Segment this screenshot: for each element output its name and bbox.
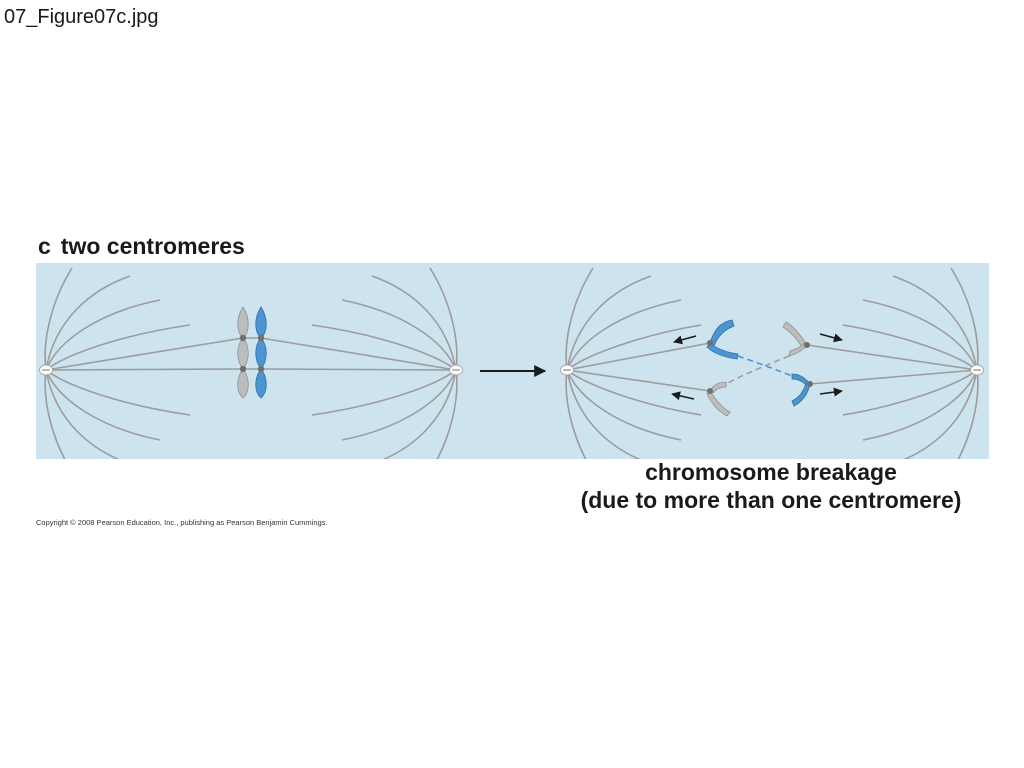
movement-arrow bbox=[671, 391, 695, 401]
file-title: 07_Figure07c.jpg bbox=[4, 6, 159, 28]
spindle-pole-right-2 bbox=[970, 364, 984, 376]
panel-background bbox=[36, 263, 989, 459]
centromere bbox=[707, 340, 713, 346]
centromere bbox=[804, 342, 810, 348]
spindle-pole-left-2 bbox=[560, 364, 574, 376]
spindle-poles bbox=[39, 364, 984, 376]
panel-letter: c bbox=[38, 233, 51, 259]
spindle-pole-left-1 bbox=[39, 364, 53, 376]
centromeres bbox=[239, 334, 265, 373]
centromere bbox=[239, 365, 247, 373]
panel-heading: c two centromeres bbox=[38, 233, 245, 260]
breaking-chromatid-blue bbox=[706, 319, 811, 407]
movement-arrows bbox=[671, 333, 843, 401]
centromere bbox=[707, 388, 713, 394]
spindle-fibers bbox=[44, 267, 979, 459]
anaphase-centromeres bbox=[707, 340, 813, 394]
caption: chromosome breakage (due to more than on… bbox=[548, 458, 994, 514]
centromere bbox=[807, 381, 813, 387]
centromere bbox=[239, 334, 247, 342]
dicentric-chromosome-blue bbox=[255, 306, 267, 399]
movement-arrow bbox=[819, 387, 843, 397]
centromere bbox=[257, 334, 265, 342]
dicentric-chromosome-gray bbox=[237, 306, 249, 399]
breaking-chromatid-gray bbox=[706, 321, 808, 417]
caption-line-1: chromosome breakage bbox=[645, 459, 897, 485]
centromere bbox=[257, 365, 265, 373]
movement-arrow bbox=[819, 333, 843, 343]
spindle-pole-right-1 bbox=[449, 364, 463, 376]
panel-title: two centromeres bbox=[60, 233, 245, 259]
caption-line-2: (due to more than one centromere) bbox=[580, 487, 962, 513]
movement-arrow bbox=[673, 335, 697, 345]
copyright-notice: Copyright © 2008 Pearson Education, Inc.… bbox=[36, 518, 328, 527]
